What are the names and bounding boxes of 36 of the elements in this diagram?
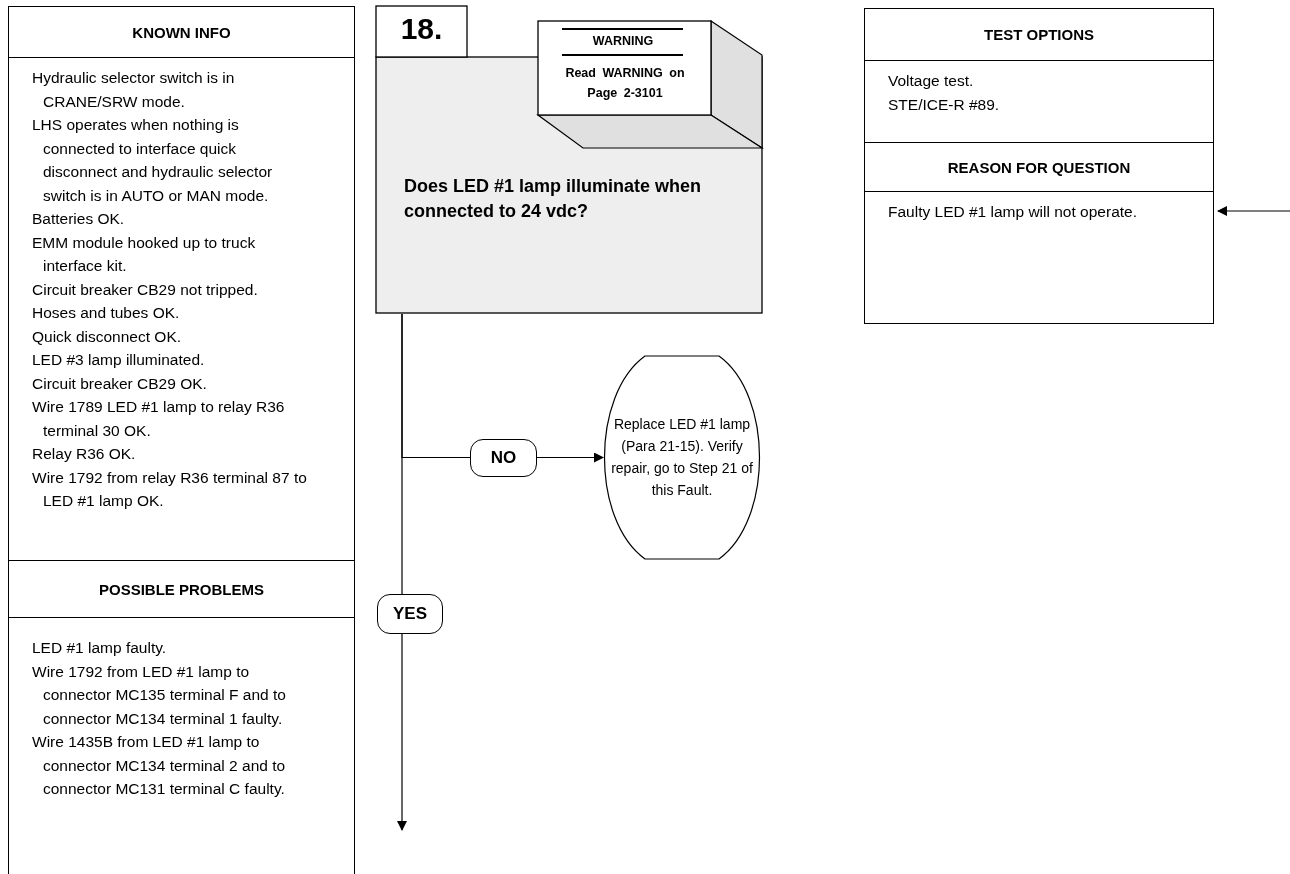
panel-heading: POSSIBLE PROBLEMS	[9, 561, 354, 618]
warning-text: Read WARNING on Page 2-3101	[564, 65, 686, 102]
info-text: Circuit breaker CB29 OK.	[31, 373, 208, 394]
panel-heading: REASON FOR QUESTION	[865, 143, 1213, 192]
info-text: LED #1 lamp faulty.	[31, 638, 168, 658]
info-panel	[8, 560, 355, 874]
info-text: STE/ICE-R #89.	[887, 94, 1001, 115]
info-text: Voltage test.	[887, 71, 975, 91]
info-text: Wire 1792 from relay R36 terminal 87 to LED #1 lamp OK.	[31, 467, 308, 511]
info-panel	[864, 142, 1214, 324]
edge-label: YES	[377, 594, 443, 634]
info-text: EMM module hooked up to truck interface kit.	[31, 232, 257, 276]
info-panel	[8, 6, 355, 561]
info-text: Wire 1789 LED #1 lamp to relay R36 terminal 30 OK.	[31, 397, 286, 441]
info-panel	[864, 8, 1214, 143]
info-text: LED #3 lamp illuminated.	[31, 350, 206, 370]
question-text: Does LED #1 lamp illuminate when connected to 24 vdc?	[404, 175, 703, 223]
info-text: Hoses and tubes OK.	[31, 303, 181, 323]
action-text: Replace LED #1 lamp (Para 21-15). Verify repair, go to Step 21 of this Fault.	[610, 415, 754, 500]
edge-label: NO	[470, 438, 537, 477]
warning-heading: WARNING	[591, 34, 655, 48]
step-number: 18.	[399, 12, 444, 46]
info-text: Relay R36 OK.	[31, 444, 137, 464]
info-text: Quick disconnect OK.	[31, 326, 183, 347]
arrow	[1217, 206, 1290, 216]
action-terminal	[603, 355, 761, 560]
info-text: Hydraulic selector switch is in CRANE/SRW mode.	[31, 68, 236, 112]
panel-heading: KNOWN INFO	[9, 7, 354, 58]
info-text: Circuit breaker CB29 not tripped.	[31, 279, 259, 300]
info-text: Faulty LED #1 lamp will not operate.	[887, 202, 1138, 222]
info-text: Batteries OK.	[31, 209, 126, 229]
info-text: LHS operates when nothing is connected to interface quick disconnect and hydraulic selector switch is in AUTO or MAN mode.	[31, 115, 274, 206]
panel-heading: TEST OPTIONS	[865, 9, 1213, 61]
info-text: Wire 1792 from LED #1 lamp to connector MC135 terminal F and to connector MC134 terminal 1 faulty.	[31, 661, 287, 729]
arrow	[397, 313, 407, 831]
info-text: Wire 1435B from LED #1 lamp to connector MC134 terminal 2 and to connector MC131 terminal C faulty.	[31, 732, 287, 799]
